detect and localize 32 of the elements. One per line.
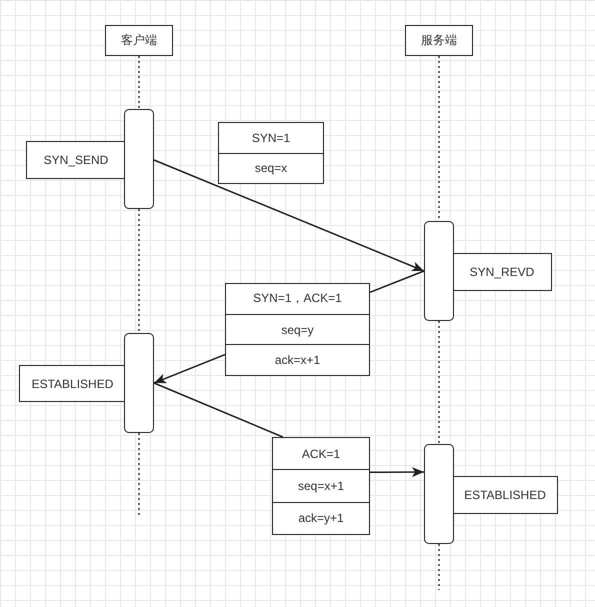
participant-box: 客户端 xyxy=(105,25,173,56)
message-arrow xyxy=(154,354,226,384)
connector-line xyxy=(370,270,424,293)
lifeline xyxy=(138,56,140,109)
connector-line xyxy=(154,382,284,438)
message-box xyxy=(225,283,370,376)
lifeline xyxy=(438,56,440,221)
message-arrow xyxy=(154,159,424,272)
state-box: SYN_REVD xyxy=(452,253,552,291)
message-field: SYN=1 xyxy=(219,123,323,152)
activation-bar xyxy=(424,444,454,544)
message-field: seq=x+1 xyxy=(273,469,369,502)
message-field: SYN=1，ACK=1 xyxy=(226,284,369,314)
state-box: SYN_SEND xyxy=(26,141,126,179)
message-field: seq=x xyxy=(219,152,323,183)
message-field: ACK=1 xyxy=(273,438,369,470)
lifeline xyxy=(438,544,440,590)
message-field: ack=x+1 xyxy=(226,344,369,376)
message-arrow xyxy=(370,467,424,478)
message-box xyxy=(218,122,324,184)
message-box xyxy=(272,437,370,535)
lifeline xyxy=(438,321,440,444)
lifeline xyxy=(138,433,140,516)
activation-bar xyxy=(124,333,154,433)
activation-bar xyxy=(124,109,154,209)
state-box: ESTABLISHED xyxy=(19,365,126,402)
participant-box: 服务端 xyxy=(405,25,473,56)
lifeline xyxy=(138,209,140,333)
message-field: ack=y+1 xyxy=(273,502,369,534)
message-field: seq=y xyxy=(226,314,369,344)
activation-bar xyxy=(424,221,454,321)
state-box: ESTABLISHED xyxy=(452,476,558,514)
